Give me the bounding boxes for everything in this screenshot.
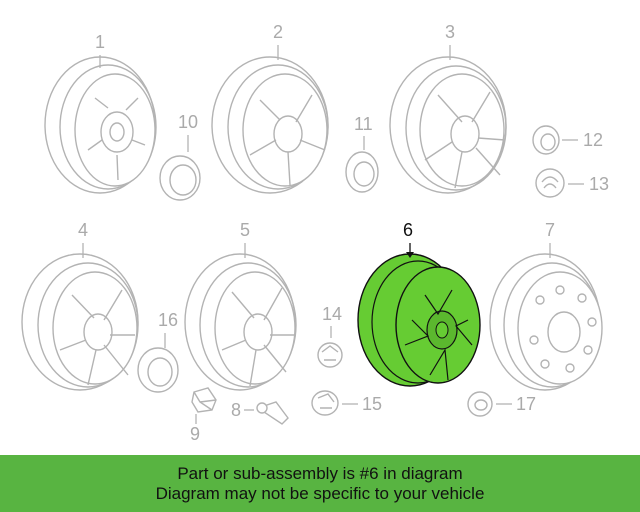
callout-16: 16: [158, 310, 178, 330]
center-cap-17[interactable]: [467, 391, 493, 417]
callout-5: 5: [240, 220, 250, 240]
callout-2: 2: [273, 22, 283, 42]
callout-1: 1: [95, 32, 105, 52]
wheel-6[interactable]: [357, 253, 481, 387]
callout-10: 10: [178, 112, 198, 132]
info-banner: Part or sub-assembly is #6 in diagram Di…: [0, 455, 640, 512]
callout-8: 8: [231, 400, 241, 420]
banner-line-2: Diagram may not be specific to your vehi…: [155, 483, 485, 503]
valve-stem-8[interactable]: [256, 401, 289, 425]
center-cap-12[interactable]: [532, 125, 560, 155]
center-cap-11[interactable]: [345, 151, 379, 193]
callout-15: 15: [362, 394, 382, 414]
callout-3: 3: [445, 22, 455, 42]
callout-6: 6: [403, 220, 413, 240]
parts-diagram: 1 2 3 10 11 12 13: [21, 22, 609, 444]
center-cap-13[interactable]: [535, 168, 565, 198]
wheel-7[interactable]: [489, 253, 603, 391]
wheel-5[interactable]: [184, 253, 297, 391]
callout-9: 9: [190, 424, 200, 444]
center-cap-14[interactable]: [317, 342, 343, 368]
center-cap-10[interactable]: [159, 155, 201, 201]
callout-12: 12: [583, 130, 603, 150]
wheel-3[interactable]: [389, 56, 507, 194]
callout-11: 11: [354, 114, 373, 134]
wheel-4[interactable]: [21, 253, 139, 391]
wheel-1[interactable]: [44, 56, 157, 194]
center-cap-15[interactable]: [311, 390, 339, 416]
callout-7: 7: [545, 220, 555, 240]
leader-6-arrow: [406, 252, 414, 258]
callout-13: 13: [589, 174, 609, 194]
lug-nut-9[interactable]: [191, 387, 217, 413]
callout-17: 17: [516, 394, 536, 414]
wheel-2[interactable]: [211, 56, 329, 194]
callout-14: 14: [322, 304, 342, 324]
callout-4: 4: [78, 220, 88, 240]
banner-line-1: Part or sub-assembly is #6 in diagram: [177, 463, 463, 483]
center-cap-16[interactable]: [137, 347, 179, 393]
